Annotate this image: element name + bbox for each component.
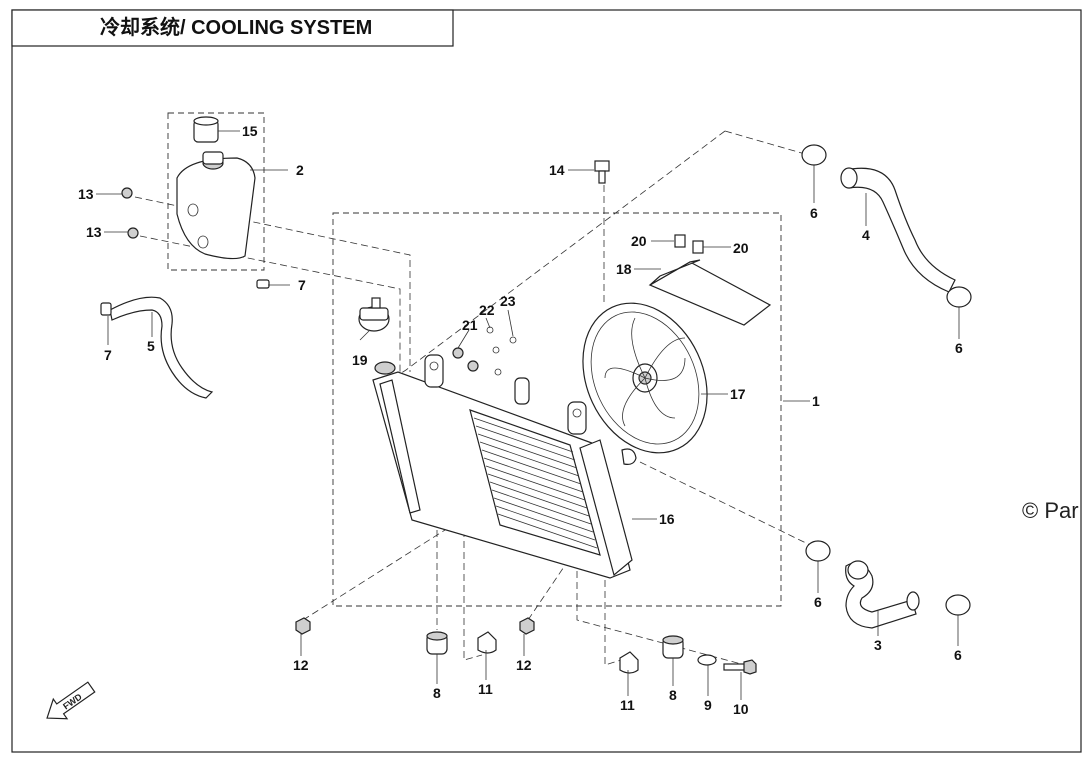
title-box	[11, 9, 454, 47]
callout-1: 1	[812, 393, 820, 409]
nut-12-right	[519, 617, 535, 635]
callout-11-left: 11	[478, 681, 493, 697]
clip-20-left	[674, 234, 686, 248]
bolt-21-lower	[467, 360, 479, 372]
callout-2: 2	[296, 162, 304, 178]
bolt-13-lower	[127, 227, 139, 239]
overflow-hose	[100, 296, 214, 399]
callout-labels: 1 2 3 4 5 6 6 6 6 7 7 8 8 9 10 11 11 12 …	[78, 123, 963, 717]
callout-6-lower-right: 6	[954, 647, 962, 663]
callout-18: 18	[616, 261, 632, 277]
callout-8-left: 8	[433, 685, 441, 701]
hose-clamp-6-lower-left	[805, 540, 831, 562]
temperature-sensor	[594, 160, 610, 184]
callout-3: 3	[874, 637, 882, 653]
callout-15: 15	[242, 123, 258, 139]
callout-6-right-upper: 6	[955, 340, 963, 356]
callout-19: 19	[352, 352, 368, 368]
callout-5: 5	[147, 338, 155, 354]
nut-12-left	[295, 617, 311, 635]
callout-9: 9	[704, 697, 712, 713]
bolt-21-upper	[452, 347, 464, 359]
washer-9	[697, 654, 717, 666]
callout-20-left: 20	[631, 233, 647, 249]
hose-clamp-6-lower-right	[945, 594, 971, 616]
callout-13-lower: 13	[86, 224, 102, 240]
radiator-cap	[358, 297, 390, 332]
bolt-10	[723, 659, 757, 675]
callout-14: 14	[549, 162, 565, 178]
radiator	[372, 354, 637, 579]
hose-clamp-6-top	[801, 144, 827, 166]
callout-4: 4	[862, 227, 870, 243]
callout-7-left: 7	[104, 347, 112, 363]
radiator-assembly-group-box	[332, 212, 782, 607]
diagram-frame	[11, 9, 1082, 753]
washers-22-23	[486, 326, 517, 376]
hose-clamp-6-right-upper	[946, 286, 972, 308]
callout-6-top: 6	[810, 205, 818, 221]
collar-11-left	[477, 631, 497, 654]
watermark: © Par	[1022, 498, 1079, 523]
callout-8-right: 8	[669, 687, 677, 703]
reservoir-group-box	[167, 112, 265, 271]
callout-21: 21	[462, 317, 478, 333]
callout-22: 22	[479, 302, 495, 318]
cooling-fan	[582, 302, 708, 454]
callout-17: 17	[730, 386, 746, 402]
callout-6-lower-left: 6	[814, 594, 822, 610]
callout-16: 16	[659, 511, 675, 527]
callout-23: 23	[500, 293, 516, 309]
page-title: 冷却系统/ COOLING SYSTEM	[100, 15, 372, 39]
callout-12-right: 12	[516, 657, 532, 673]
clip-20-right	[692, 240, 704, 254]
reservoir-tank	[176, 151, 256, 260]
grommet-8-right	[662, 635, 684, 659]
callout-7-right: 7	[298, 277, 306, 293]
bolt-13-upper	[121, 187, 133, 199]
callout-10: 10	[733, 701, 749, 717]
reservoir-cap	[193, 116, 219, 143]
callout-20-right: 20	[733, 240, 749, 256]
grommet-8-left	[426, 631, 448, 655]
lower-hose	[845, 560, 920, 629]
collar-11-right	[619, 651, 639, 674]
callout-13-upper: 13	[78, 186, 94, 202]
forward-arrow-icon: FWD	[46, 681, 96, 720]
fan-bracket	[648, 259, 772, 326]
upper-hose	[840, 167, 956, 293]
callout-12-left: 12	[293, 657, 309, 673]
callout-11-right: 11	[620, 697, 635, 713]
callout-leaders	[96, 130, 960, 700]
hose-clamp-7-upper	[256, 279, 270, 289]
